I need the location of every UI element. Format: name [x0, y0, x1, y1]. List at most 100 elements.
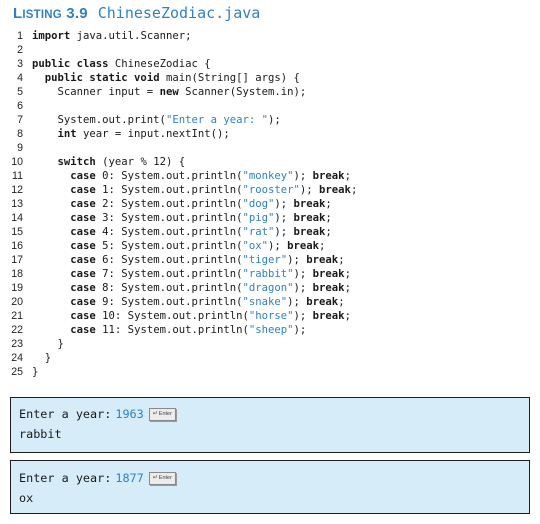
code-line: 20 case 9: System.out.println("snake"); … — [0, 295, 540, 309]
sample-run-prompt-line: Enter a year: 1877 ↵Enter — [19, 468, 529, 488]
code-keyword: break — [312, 268, 345, 280]
code-line: 23 } — [0, 337, 540, 351]
line-number: 16 — [11, 240, 23, 252]
code-keyword: break — [312, 310, 345, 322]
code-text: import java.util.Scanner; — [32, 29, 540, 43]
code-text: case 5: System.out.println("ox"); break; — [32, 239, 540, 253]
code-keyword: break — [312, 170, 345, 182]
code-string: "sheep" — [248, 324, 294, 336]
code-text: public class ChineseZodiac { — [32, 57, 540, 71]
code-string: "pig" — [242, 212, 275, 224]
code-token — [32, 296, 70, 308]
code-token — [32, 324, 70, 336]
code-token: ); — [287, 296, 307, 308]
code-string: "monkey" — [242, 170, 294, 182]
line-number: 1 — [17, 30, 23, 42]
code-token: 0: System.out.println( — [95, 170, 243, 182]
code-token: ); — [287, 254, 307, 266]
code-text: case 6: System.out.println("tiger"); bre… — [32, 253, 540, 267]
code-token — [32, 282, 70, 294]
sample-run-user-input: 1963 — [115, 407, 144, 421]
code-token — [32, 240, 70, 252]
code-keyword: import — [32, 30, 71, 42]
code-token: ; — [344, 268, 351, 280]
code-line: 10 switch (year % 12) { — [0, 155, 540, 169]
code-token: year = input.nextInt(); — [76, 128, 230, 140]
code-token: 6: System.out.println( — [95, 254, 243, 266]
line-number: 4 — [17, 72, 23, 84]
code-token — [32, 268, 70, 280]
code-token: ); — [293, 324, 307, 336]
code-token: ); — [299, 184, 320, 196]
code-keyword: break — [319, 184, 351, 196]
code-keyword: public class — [32, 58, 109, 70]
code-token — [32, 212, 70, 224]
code-keyword: break — [293, 212, 326, 224]
code-token: ; — [325, 212, 332, 224]
code-line: 22 case 11: System.out.println("sheep"); — [0, 323, 540, 337]
code-token: (year % 12) { — [95, 156, 186, 168]
code-line: 14 case 3: System.out.println("pig"); br… — [0, 211, 540, 225]
code-line: 16 case 5: System.out.println("ox"); bre… — [0, 239, 540, 253]
line-number: 22 — [11, 324, 23, 336]
code-keyword: case — [70, 212, 96, 224]
listing-header: LISTING 3.9 ChineseZodiac.java — [13, 4, 260, 28]
code-text: } — [32, 365, 540, 379]
sample-run-output: rabbit — [19, 427, 62, 441]
code-text: case 11: System.out.println("sheep"); — [32, 323, 540, 337]
code-token: main(String[] args) { — [159, 72, 300, 84]
code-token: Scanner(System.in); — [178, 86, 307, 98]
code-token — [32, 156, 58, 168]
code-token: ; — [325, 226, 332, 238]
code-line: 9 — [0, 141, 540, 155]
code-line: 5 Scanner input = new Scanner(System.in)… — [0, 85, 540, 99]
code-string: "dragon" — [242, 282, 294, 294]
code-text: switch (year % 12) { — [32, 155, 540, 169]
code-text: Scanner input = new Scanner(System.in); — [32, 85, 540, 99]
line-number: 9 — [17, 142, 23, 154]
code-token: } — [32, 352, 52, 364]
code-keyword: case — [70, 254, 96, 266]
sample-run-1: Enter a year: 1963 ↵Enter rabbit — [10, 397, 530, 453]
code-keyword: break — [312, 282, 345, 294]
sample-run-prompt: Enter a year: — [19, 407, 112, 421]
code-line: 13 case 2: System.out.println("dog"); br… — [0, 197, 540, 211]
code-keyword: break — [306, 254, 339, 266]
code-text: System.out.print("Enter a year: "); — [32, 113, 540, 127]
code-text: case 0: System.out.println("monkey"); br… — [32, 169, 540, 183]
enter-key-label: Enter — [158, 410, 172, 417]
code-string: "Enter a year: " — [165, 114, 268, 126]
code-keyword: switch — [57, 156, 96, 168]
listing-number: 3.9 — [66, 5, 88, 22]
code-string: "rat" — [242, 226, 275, 238]
code-line: 6 — [0, 99, 540, 113]
sample-run-output: ox — [19, 491, 34, 505]
code-line: 7 System.out.print("Enter a year: "); — [0, 113, 540, 127]
code-keyword: break — [293, 198, 326, 210]
code-string: "ox" — [242, 240, 269, 252]
line-number: 17 — [11, 254, 23, 266]
line-number: 21 — [11, 310, 23, 322]
sample-run-prompt: Enter a year: — [19, 471, 112, 485]
code-string: "rabbit" — [242, 268, 294, 280]
code-token: } — [32, 338, 64, 350]
sample-run-user-input: 1877 — [115, 471, 144, 485]
code-token: 1: System.out.println( — [95, 184, 243, 196]
code-string: "tiger" — [242, 254, 288, 266]
code-token: ; — [344, 310, 351, 322]
code-keyword: case — [70, 310, 96, 322]
code-line: 17 case 6: System.out.println("tiger"); … — [0, 253, 540, 267]
code-text: case 4: System.out.println("rat"); break… — [32, 225, 540, 239]
code-token: java.util.Scanner; — [70, 30, 192, 42]
line-number: 19 — [11, 282, 23, 294]
code-keyword: new — [159, 86, 179, 98]
code-token: ; — [344, 170, 351, 182]
code-text — [32, 99, 540, 113]
line-number: 15 — [11, 226, 23, 238]
code-token: ; — [350, 184, 358, 196]
code-line: 24 } — [0, 351, 540, 365]
code-token: 8: System.out.println( — [95, 282, 243, 294]
code-token: 4: System.out.println( — [95, 226, 243, 238]
code-token: ); — [293, 170, 313, 182]
